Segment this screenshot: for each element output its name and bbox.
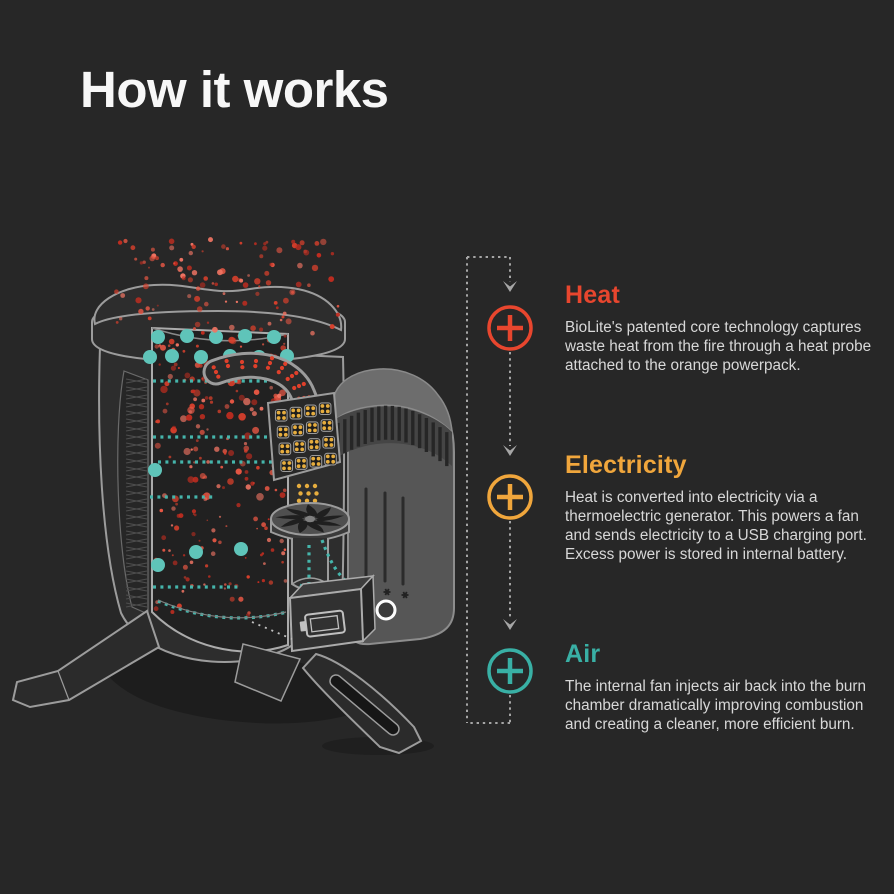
led-grid (274, 402, 337, 473)
section-heat: Heat BioLite's patented core technology … (565, 281, 887, 376)
section-heat-body: BioLite's patented core technology captu… (565, 319, 872, 374)
connector-dotted-line (251, 621, 293, 640)
section-air: Air The internal fan injects air back in… (565, 640, 887, 735)
section-air-title: Air (565, 640, 601, 668)
down-arrow-icon (503, 619, 517, 630)
chamber-floor-line (157, 599, 287, 619)
stove-legs (11, 609, 423, 755)
battery-icon (299, 609, 346, 638)
section-heat-title: Heat (565, 281, 620, 309)
flow-rail (466, 256, 517, 724)
page-title: How it works (80, 61, 389, 118)
powerpack-cap (333, 368, 453, 434)
section-air-body: The internal fan injects air back into t… (565, 678, 867, 733)
down-arrow-icon (503, 281, 517, 292)
heat-plus-icon (487, 305, 533, 351)
fan-blades (275, 504, 344, 534)
spark-plume (114, 237, 340, 336)
battery-box (251, 574, 376, 653)
electricity-plus-icon (487, 474, 533, 520)
thermoelectric-panel (266, 391, 342, 533)
folded-legs-rim (93, 283, 343, 332)
powerpack-vents (364, 487, 405, 586)
section-electricity-title: Electricity (565, 451, 687, 479)
section-electricity: Electricity Heat is converted into elect… (565, 451, 887, 565)
usb-port-icon (375, 599, 397, 621)
air-plus-icon (487, 648, 533, 694)
powerpack (333, 368, 455, 646)
down-arrow-icon (503, 445, 517, 456)
section-electricity-body: Heat is converted into electricity via a… (565, 489, 867, 563)
mesh-texture (125, 378, 148, 608)
